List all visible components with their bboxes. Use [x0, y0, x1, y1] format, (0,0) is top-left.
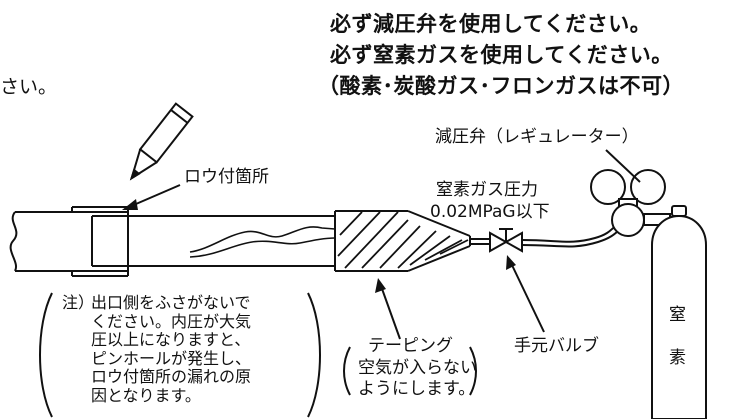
instruction-line-3: （酸素･炭酸ガス･フロンガスは不可）: [318, 74, 684, 98]
caution-note: 出口側をふさがないで ください。内圧が大気 圧以上になりますと、 ピンホールが発…: [91, 293, 252, 405]
caution-prefix: 注）: [62, 293, 95, 312]
caution-line: ください。内圧が大気: [91, 311, 252, 331]
inner-pipe: [91, 215, 335, 267]
pipe-internal-line: [189, 226, 336, 253]
nitrogen-pressure-value: 0.02MPaG以下: [430, 202, 550, 222]
hand-valve-label: 手元バルブ: [514, 336, 599, 356]
taping-label: テーピング: [368, 336, 453, 356]
regulator-icon: [590, 169, 671, 237]
nitrogen-cylinder: [651, 205, 707, 419]
caution-line: 因となります。: [91, 385, 201, 405]
caution-line: ピンホールが発生し、: [91, 348, 252, 368]
brazing-point-label: ロウ付箇所: [184, 167, 269, 187]
nitrogen-pressure-title: 窒素ガス圧力: [436, 180, 538, 200]
taping-note-line-2: ようにします。: [358, 379, 476, 399]
outer-pipe: [9, 206, 129, 277]
pipe-internal-line-2: [189, 237, 336, 258]
hand-valve-icon: [489, 228, 523, 253]
instruction-line-1: 必ず減圧弁を使用してください。: [330, 12, 652, 36]
brazing-arrow-head: [122, 199, 138, 210]
tape-hatching: [337, 211, 469, 269]
cylinder-label-1: 窒: [669, 305, 686, 325]
caution-line: 圧以上になりますと、: [91, 330, 251, 349]
taping-note-line-1: 空気が入らない: [358, 358, 477, 378]
cut-off-text: さい。: [0, 76, 58, 98]
cylinder-label-2: 素: [669, 348, 686, 368]
brazing-arrow: [128, 184, 181, 208]
caution-line: 出口側をふさがないで: [91, 293, 251, 312]
pencil-icon: [129, 102, 194, 181]
instruction-line-2: 必ず窒素ガスを使用してください。: [330, 43, 673, 67]
regulator-label: 減圧弁（レギュレーター）: [435, 127, 639, 147]
caution-line: ロウ付箇所の漏れの原: [91, 367, 252, 386]
